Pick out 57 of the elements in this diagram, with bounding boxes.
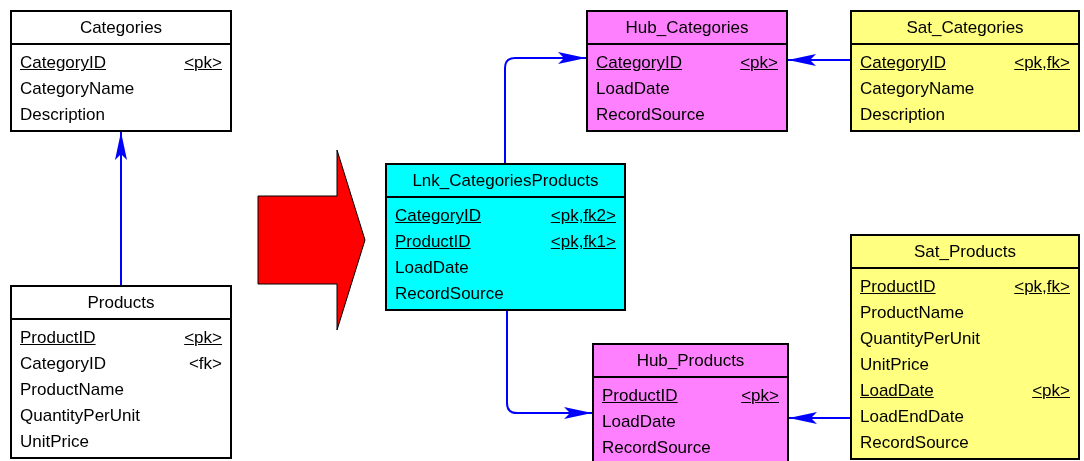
- field-name: UnitPrice: [20, 431, 89, 454]
- field-name: RecordSource: [602, 437, 711, 460]
- field-name: CategoryID: [20, 52, 106, 75]
- arrow: [504, 52, 587, 164]
- table-title: Categories: [79, 19, 163, 36]
- field-name: LoadDate: [860, 380, 934, 403]
- table-title: Lnk_CategoriesProducts: [412, 172, 599, 189]
- key-tag: <pk,fk>: [1014, 50, 1070, 76]
- field-name: CategoryName: [860, 78, 975, 101]
- field-name: ProductID: [602, 385, 678, 408]
- entity-table: [592, 343, 789, 461]
- field-name: RecordSource: [395, 283, 504, 306]
- key-tag: <pk>: [1032, 378, 1070, 404]
- field-name: CategoryID: [596, 52, 682, 75]
- arrow: [115, 131, 127, 286]
- table-title: Sat_Products: [913, 243, 1017, 260]
- table-title: Products: [87, 294, 155, 311]
- field-name: ProductName: [20, 379, 124, 402]
- field-name: ProductID: [860, 276, 936, 299]
- field-name: QuantityPerUnit: [20, 405, 140, 428]
- field-name: RecordSource: [860, 432, 969, 455]
- field-name: UnitPrice: [860, 354, 929, 377]
- key-tag: <pk,fk2>: [550, 203, 616, 229]
- key-tag: <pk>: [184, 325, 222, 351]
- arrow: [506, 310, 593, 419]
- field-name: CategoryID: [395, 205, 481, 228]
- field-name: CategoryID: [860, 52, 946, 75]
- field-name: QuantityPerUnit: [860, 328, 980, 351]
- entity-table: [10, 285, 232, 459]
- field-name: Description: [20, 104, 106, 127]
- field-name: Description: [860, 104, 946, 127]
- arrow: [788, 412, 851, 424]
- field-name: LoadEndDate: [860, 406, 964, 429]
- table-title: Hub_Products: [636, 352, 745, 369]
- field-name: CategoryName: [20, 78, 135, 101]
- entity-table: [850, 234, 1080, 460]
- field-name: ProductID: [20, 327, 96, 350]
- entity-table: [10, 10, 232, 132]
- key-tag: <pk>: [740, 50, 778, 76]
- entity-table: [850, 10, 1080, 132]
- arrow: [787, 54, 851, 66]
- entity-table: [385, 163, 626, 311]
- field-name: ProductID: [395, 231, 471, 254]
- entity-table: [586, 10, 788, 132]
- field-name: LoadDate: [596, 78, 670, 101]
- field-name: ProductName: [860, 302, 964, 325]
- table-title: Hub_Categories: [625, 19, 749, 36]
- field-name: CategoryID: [20, 353, 106, 376]
- key-tag: <pk,fk>: [1014, 274, 1070, 300]
- field-name: RecordSource: [596, 104, 705, 127]
- field-name: LoadDate: [395, 257, 469, 280]
- table-title: Sat_Categories: [906, 19, 1024, 36]
- key-tag: <pk>: [184, 50, 222, 76]
- key-tag: <pk>: [741, 383, 779, 409]
- key-tag: <fk>: [188, 351, 222, 377]
- field-name: LoadDate: [602, 411, 676, 434]
- key-tag: <pk,fk1>: [550, 229, 616, 255]
